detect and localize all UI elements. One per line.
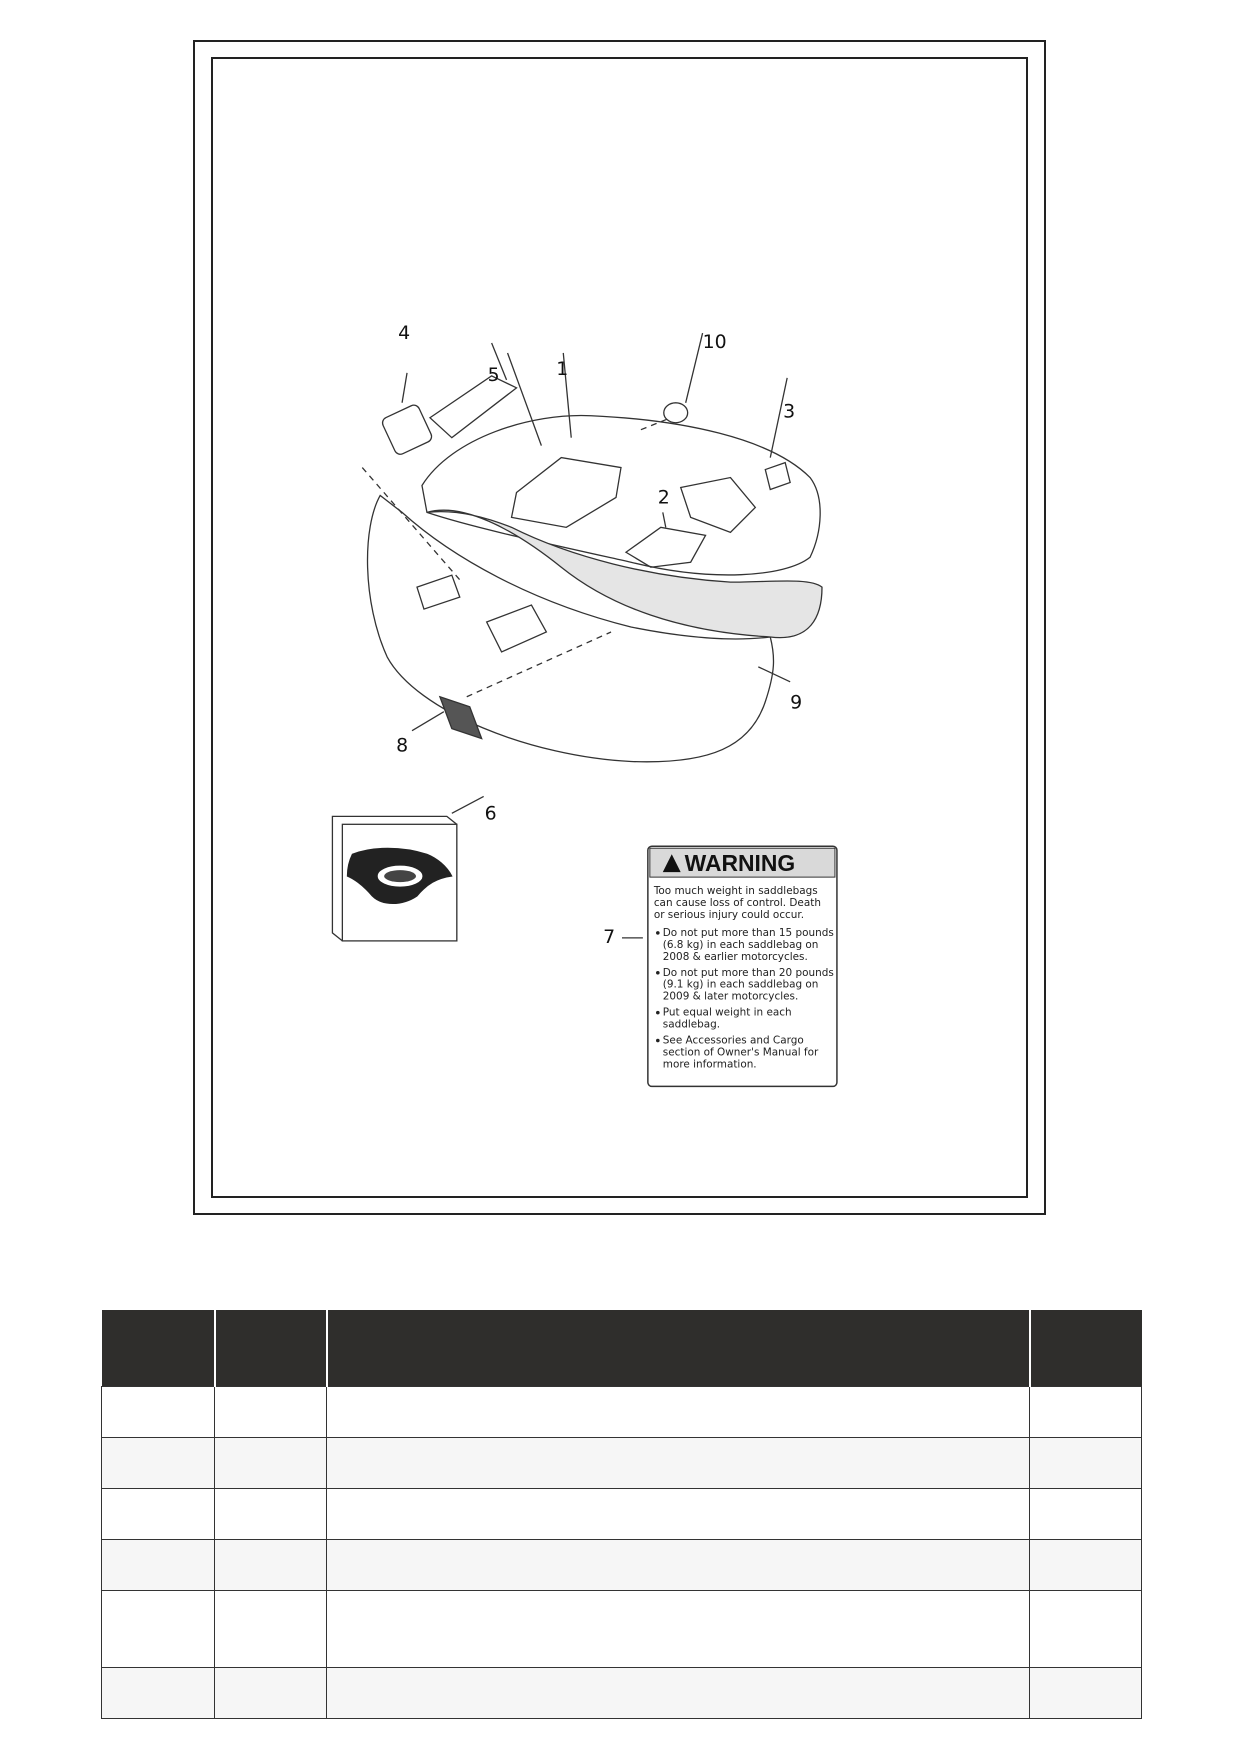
warning-b4-1: See Accessories and Cargo <box>663 1035 804 1047</box>
callout-9: 9 <box>790 692 802 714</box>
warning-b2-1: Do not put more than 20 pounds <box>663 967 834 979</box>
bumper <box>663 402 689 424</box>
table-row <box>101 1667 1142 1719</box>
table-row <box>101 1590 1142 1668</box>
header-cell <box>326 1310 1031 1387</box>
warning-intro-1: Too much weight in saddlebags <box>653 885 818 897</box>
warning-heading: WARNING <box>685 850 796 876</box>
warning-intro-3: or serious injury could occur. <box>654 909 804 921</box>
genuine-parts-box <box>331 815 458 942</box>
callout-8: 8 <box>396 735 408 757</box>
warning-b3-2: saddlebag. <box>663 1019 720 1031</box>
callout-5: 5 <box>488 364 500 386</box>
warning-label: WARNING Too much weight in saddlebags ca… <box>647 845 838 1088</box>
parts-table <box>101 1310 1142 1719</box>
callout-7: 7 <box>603 926 615 948</box>
medallion <box>438 695 483 740</box>
callout-2: 2 <box>658 486 670 508</box>
warning-b1-1: Do not put more than 15 pounds <box>663 927 834 939</box>
table-row <box>101 1539 1142 1591</box>
saddlebag-lid <box>421 414 821 576</box>
callout-4: 4 <box>398 322 410 344</box>
exploded-diagram: 1 2 3 4 5 6 7 8 9 10 WARNING <box>331 322 838 1088</box>
table-row <box>101 1386 1142 1438</box>
warning-b1-3: 2008 & earlier motorcycles. <box>663 951 808 963</box>
buckle <box>381 404 433 455</box>
header-cell <box>1029 1310 1142 1387</box>
saddlebag-body <box>366 494 775 763</box>
table-header-row <box>101 1310 1142 1387</box>
header-cell <box>214 1310 328 1387</box>
warning-b2-3: 2009 & later motorcycles. <box>663 991 798 1003</box>
callout-1: 1 <box>556 358 568 380</box>
strap <box>428 375 518 439</box>
warning-b1-2: (6.8 kg) in each saddlebag on <box>663 939 819 951</box>
table-row <box>101 1437 1142 1489</box>
illustration-frame: 1 2 3 4 5 6 7 8 9 10 WARNING <box>193 40 1046 1215</box>
warning-b4-3: more information. <box>663 1058 757 1070</box>
latch-clip <box>764 461 791 491</box>
callout-6: 6 <box>485 802 497 824</box>
callout-3: 3 <box>783 401 795 423</box>
warning-b4-2: section of Owner's Manual for <box>663 1046 819 1058</box>
header-cell <box>101 1310 216 1387</box>
illustration-inner-frame: 1 2 3 4 5 6 7 8 9 10 WARNING <box>211 57 1028 1198</box>
callout-10: 10 <box>703 331 727 353</box>
warning-b2-2: (9.1 kg) in each saddlebag on <box>663 979 819 991</box>
mesh-panel <box>426 509 823 639</box>
table-row <box>101 1488 1142 1540</box>
warning-intro-2: can cause loss of control. Death <box>654 897 821 909</box>
warning-b3-1: Put equal weight in each <box>663 1007 792 1019</box>
